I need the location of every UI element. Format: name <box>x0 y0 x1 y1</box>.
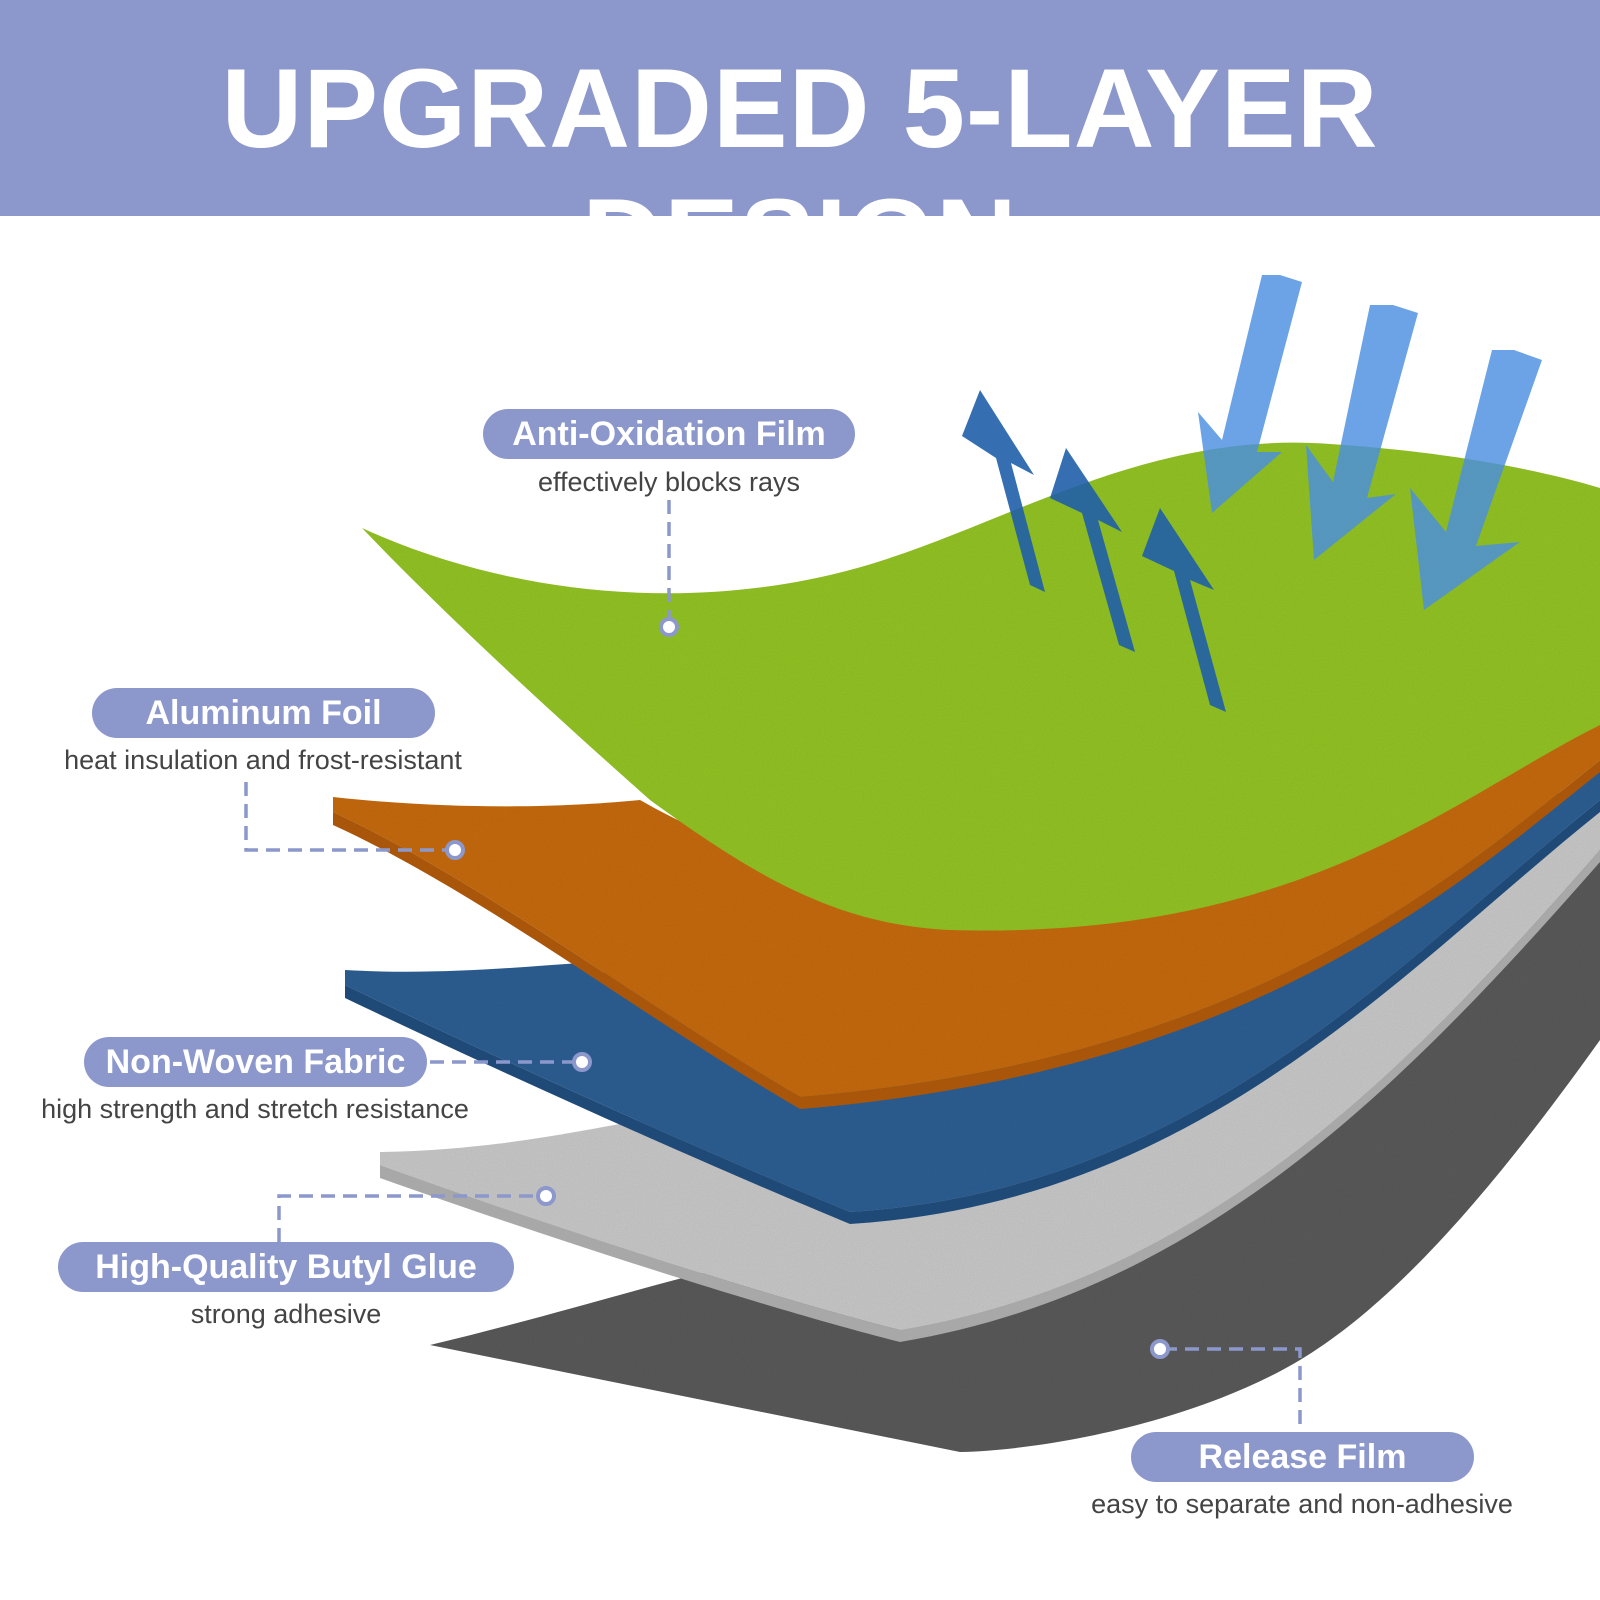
arrow-down-icon <box>1410 350 1542 610</box>
page-title: UPGRADED 5-LAYER DESIGN <box>221 46 1379 301</box>
callout-dot <box>536 1186 556 1206</box>
desc-non-woven-fabric: high strength and stretch resistance <box>41 1094 469 1124</box>
label-butyl-glue: High-Quality Butyl Glue <box>58 1242 514 1292</box>
arrow-down-icon <box>1306 305 1418 560</box>
label-release-film: Release Film <box>1131 1432 1474 1482</box>
anti-oxidation-film-layer <box>362 442 1600 931</box>
label-anti-oxidation-film: Anti-Oxidation Film <box>483 409 855 459</box>
callout-dot <box>572 1052 592 1072</box>
incoming-rays <box>1198 275 1542 610</box>
desc-aluminum-foil: heat insulation and frost-resistant <box>64 745 462 775</box>
connector-butyl-glue <box>277 1194 540 1242</box>
butyl-glue-layer <box>380 800 1600 1340</box>
label-non-woven-fabric: Non-Woven Fabric <box>84 1037 427 1087</box>
callout-dot <box>445 840 465 860</box>
callout-connectors <box>244 500 1302 1428</box>
desc-anti-oxidation-film: effectively blocks rays <box>537 467 801 497</box>
arrow-up-icon <box>962 390 1045 592</box>
reflected-rays <box>962 390 1226 712</box>
layer-illustration <box>244 275 1600 1452</box>
arrow-up-icon <box>1050 448 1135 652</box>
non-woven-fabric-edge <box>345 800 1600 1224</box>
non-woven-fabric-layer <box>345 770 1600 1212</box>
arrow-down-icon <box>1198 275 1302 513</box>
callout-dot <box>659 617 679 637</box>
desc-release-film: easy to separate and non-adhesive <box>1091 1489 1513 1519</box>
desc-butyl-glue: strong adhesive <box>190 1299 382 1329</box>
release-film-layer <box>430 840 1600 1452</box>
callout-dots <box>445 617 1170 1359</box>
connector-aluminum-foil <box>244 782 450 852</box>
connector-release-film <box>1163 1347 1302 1428</box>
callout-dot <box>1150 1339 1170 1359</box>
arrow-up-icon <box>1142 508 1226 712</box>
title-banner: UPGRADED 5-LAYER DESIGN <box>0 0 1600 301</box>
label-aluminum-foil: Aluminum Foil <box>92 688 435 738</box>
